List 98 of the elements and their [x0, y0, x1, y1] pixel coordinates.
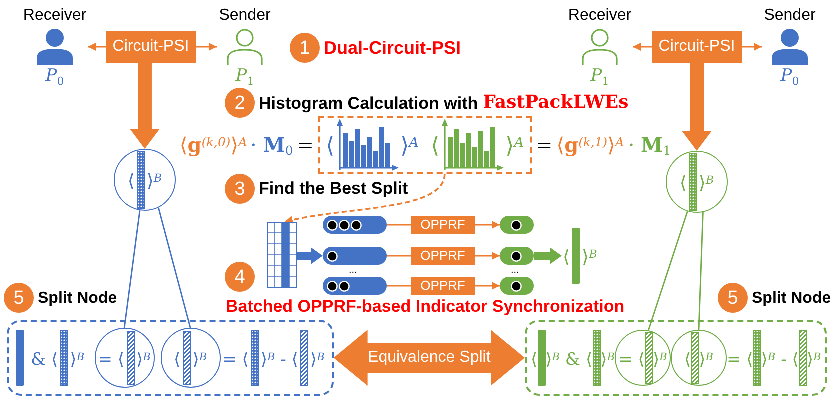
party-label: P$_{0}$ — [780, 65, 800, 87]
step-number: 4 — [225, 262, 255, 292]
capsule — [500, 277, 534, 295]
math-text: ⟨ — [531, 349, 538, 370]
arrow — [475, 282, 500, 290]
role-label: Receiver — [23, 6, 87, 25]
grid-icon — [267, 222, 297, 288]
math-text: ⟩$^{B}$ — [136, 349, 151, 370]
process-box: Circuit-PSI — [106, 31, 196, 63]
party-label: P$_{0}$ — [46, 65, 64, 87]
math-text: ⟩$^{B}$ — [582, 246, 598, 268]
connector-line — [698, 212, 704, 330]
process-box: OPPRF — [411, 216, 475, 234]
capsule — [323, 216, 387, 234]
step-number: 5 — [4, 283, 34, 313]
math-text: = ⟨ — [727, 349, 754, 370]
step-number: 3 — [225, 174, 255, 204]
arrow — [475, 252, 500, 260]
capsule — [500, 247, 534, 265]
block-arrow — [682, 63, 712, 151]
arrow — [88, 43, 106, 51]
process-box: OPPRF — [411, 277, 475, 295]
step-title: Split Node — [752, 289, 832, 309]
connector-line — [387, 224, 411, 226]
math-text: ⟩$^{B}$ — [652, 349, 668, 370]
capsule — [323, 247, 387, 265]
math-text: ⟩$^{B}$ - ⟨ — [260, 349, 298, 370]
connector-line — [158, 208, 192, 328]
math-text: ⟩$^{B}$ - ⟨ — [761, 349, 799, 370]
math-text: ⟩$^{B}$ & ⟨ — [546, 349, 593, 370]
tree-node-circle — [114, 149, 176, 211]
arrow — [633, 43, 652, 51]
math-text: = — [297, 132, 314, 155]
math-text: = ⟨ — [222, 349, 249, 370]
math-text: & ⟨ — [31, 349, 58, 370]
dashed-frame — [318, 116, 532, 174]
math-text: = ⟨ — [98, 349, 124, 370]
math-text: ⟩$^{A}$ — [400, 133, 419, 157]
math-text: ⟩$^{B}$ — [698, 172, 714, 194]
edge-label: Equivalence Split — [366, 348, 493, 368]
step-title: Split Node — [38, 289, 118, 309]
step-title: Find the Best Split — [259, 178, 408, 199]
capsule — [500, 216, 534, 234]
step-title: FastPackLWEs — [483, 92, 629, 113]
block-arrow — [130, 63, 160, 149]
math-text: ⟨ — [174, 349, 181, 370]
math-text: ⟩$^{B}$ — [806, 349, 822, 370]
step-title: Batched OPPRF-based Indicator Synchronization — [226, 296, 625, 317]
math-text: ⟨ — [128, 170, 135, 192]
connector-line — [124, 210, 141, 328]
tree-node-circle — [160, 328, 221, 388]
arrow — [742, 43, 762, 51]
math-text: ⟩$^{B}$ — [146, 170, 162, 192]
math-text: ⟩$^{B}$ — [310, 349, 325, 370]
math-text: ⟨ — [326, 133, 335, 157]
math-text: ⟨g$^{(k,1)}$⟩$^{A}$ — [556, 132, 624, 155]
step-title: Histogram Calculation with — [259, 93, 478, 114]
math-text: ⟨ — [680, 172, 687, 194]
role-label: Receiver — [568, 6, 632, 25]
math-text: ⟩$^{B}$ — [70, 349, 85, 370]
tree-node-circle — [94, 328, 155, 388]
party-label: P$_{1}$ — [590, 65, 610, 87]
arrow — [475, 221, 500, 229]
block-arrow — [297, 248, 322, 264]
math-text: ⟩$^{B}$ — [600, 349, 615, 370]
step-number: 5 — [718, 283, 748, 313]
math-text: · M$_{0}$ — [250, 132, 294, 155]
math-text: ⟩$^{A}$ — [506, 133, 524, 157]
math-text: = ⟨ — [618, 349, 645, 370]
process-box: Circuit-PSI — [652, 31, 742, 63]
step-number: 1 — [290, 33, 320, 63]
role-label: Sender — [764, 6, 816, 25]
tree-node-circle — [671, 330, 727, 386]
dashed-frame — [525, 320, 828, 396]
arrow — [196, 43, 217, 51]
math-text: = — [536, 132, 553, 155]
step-title: Dual-Circuit-PSI — [324, 38, 462, 59]
block-arrow — [534, 248, 562, 264]
step-number: 2 — [225, 88, 255, 118]
math-text: · M$_{1}$ — [628, 132, 672, 155]
math-text: ⟩$^{B}$ — [192, 349, 208, 370]
tree-node-circle — [615, 330, 671, 386]
dashed-frame — [7, 320, 334, 396]
math-text: ⟨ — [431, 133, 440, 157]
dashed-arrow — [284, 174, 446, 224]
role-label: Sender — [219, 6, 271, 25]
math-text: ⟨ — [563, 246, 570, 268]
process-box: OPPRF — [411, 247, 475, 265]
math-text: ⟩$^{B}$ — [699, 349, 714, 370]
math-text: ⟨g$^{(k,0)}$⟩$^{A}$ — [180, 132, 248, 155]
ellipsis-text: ... — [511, 265, 520, 276]
ellipsis-text: ... — [349, 265, 358, 276]
party-label: P$_{1}$ — [236, 65, 254, 87]
connector-line — [648, 211, 688, 331]
math-text: ⟨ — [684, 349, 692, 370]
connector-line — [387, 285, 411, 287]
connector-line — [387, 255, 411, 257]
capsule — [323, 277, 387, 295]
